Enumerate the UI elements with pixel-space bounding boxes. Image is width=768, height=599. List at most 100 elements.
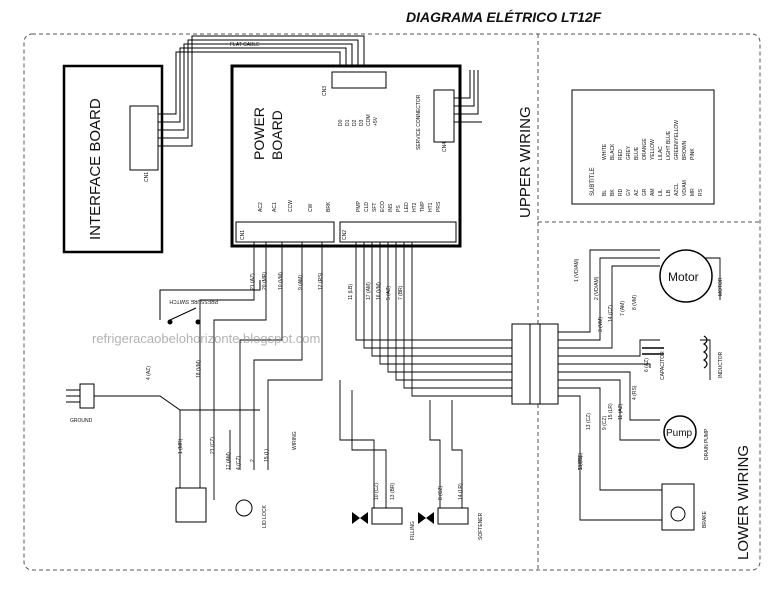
filling-valve — [371, 507, 403, 525]
wire-label: 20 (MR) — [262, 272, 268, 290]
watermark: refrigeracaobelohorizonte.blogspot.com — [92, 331, 320, 346]
svg-text:BRK: BRK — [326, 201, 332, 212]
flat-cable-label: FLAT CABLE — [230, 42, 260, 48]
inductor — [702, 335, 708, 369]
svg-text:LED: LED — [404, 202, 410, 212]
power-cn1 — [235, 221, 335, 243]
interface-board — [62, 64, 164, 254]
ground-label: GROUND — [70, 418, 93, 424]
upper-wiring-label: UPPER WIRING — [517, 106, 534, 218]
legend-color: GREEN/YELLOW — [674, 120, 680, 160]
svg-text:D0: D0 — [338, 119, 344, 126]
wire-label: 7 (BR) — [398, 285, 404, 300]
svg-text:D3: D3 — [359, 119, 365, 126]
legend-color: LILAC — [658, 146, 664, 160]
wire-label: 9 (AM) — [298, 275, 304, 290]
wire-label: 18 (VM) — [196, 360, 202, 378]
lower-wiring — [558, 249, 721, 521]
legend-color: GREY — [626, 145, 632, 160]
legend-color: BROWN — [682, 140, 688, 160]
svg-text:CLD: CLD — [364, 202, 370, 212]
cn2-pin-labels: PMP CLD SFT ECO INS PS LED HT2 TMP HT1 P… — [356, 201, 442, 213]
wire-label: 12 (RS) — [318, 272, 324, 290]
wire-label: 9 (CZ) — [602, 416, 608, 431]
wire-label: 11 (LB) — [348, 284, 354, 300]
svg-text:PRS: PRS — [436, 201, 442, 212]
brake-coil — [670, 506, 686, 522]
filling-label: FILLING — [410, 521, 416, 540]
wire-label: 13 (CZ) — [586, 413, 592, 430]
pressure-switch-label: PRESSURE SWITCH — [169, 298, 218, 304]
svg-text:+5V: +5V — [373, 116, 379, 126]
power-cn2-label: CN2 — [342, 230, 348, 240]
power-cn3-label: CN3 — [322, 86, 328, 96]
capacitor — [642, 347, 664, 355]
diagram-title: DIAGRAMA ELÉTRICO LT12F — [406, 9, 602, 25]
motor — [659, 249, 713, 303]
wire-labels: 2 (VD/AM)21 (AZ)20 (MR)10 (VM)9 (AM)12 (… — [146, 258, 650, 500]
legend-color: YELLOW — [650, 139, 656, 160]
wire-label: 2 — [250, 459, 256, 462]
outer-frame — [23, 33, 761, 571]
legend-code: RD — [618, 188, 624, 196]
wire-label: 4 (RS) — [632, 385, 638, 400]
signal-labels: D0 D1 D2 D3 COM +5V — [338, 114, 379, 126]
wire-label: 10 (CZ) — [374, 483, 380, 500]
wire-label: 4 (CZ) — [236, 456, 242, 471]
wire-label: 8 (CZ) — [438, 486, 444, 501]
legend-color: BLUE — [634, 146, 640, 160]
legend-code: GR — [642, 188, 648, 196]
legend-color: LIGHT BLUE — [666, 130, 672, 160]
svg-text:PS: PS — [396, 205, 402, 212]
wire-label: 2 (VD/AM) — [594, 276, 600, 300]
svg-text:TMP: TMP — [420, 201, 426, 212]
wire-label: 3 (VM) — [598, 317, 604, 332]
svg-text:COM: COM — [366, 114, 372, 126]
subtitle-legend — [571, 89, 715, 205]
lid-lock — [175, 487, 207, 523]
wire-harness — [179, 242, 512, 510]
svg-text:AC2: AC2 — [258, 202, 264, 212]
lower-wiring-label: LOWER WIRING — [735, 445, 752, 560]
svg-text:SFT: SFT — [372, 203, 378, 212]
legend-code: AZCL — [674, 183, 680, 196]
legend-color: PINK — [690, 148, 696, 160]
wire-label: 4 (AZ) — [146, 366, 152, 380]
legend-code: BK — [610, 189, 616, 196]
svg-text:CW: CW — [308, 203, 314, 212]
power-board-label-1: POWER — [251, 107, 267, 160]
wire-label: 15 (LR) — [608, 403, 614, 420]
legend-color: ORANGE — [642, 138, 648, 160]
wire-label: 15 (RS) — [578, 452, 584, 470]
motor-label: MOTOR — [718, 277, 724, 296]
wire-label: 5 (AZ) — [386, 286, 392, 300]
capacitor-label: CAPACITOR — [660, 351, 666, 380]
legend-code: AM — [650, 189, 656, 197]
lid-lock-coil — [235, 499, 253, 517]
softener-valve-symbol — [418, 512, 434, 524]
legend-code: AZ — [634, 190, 640, 196]
legend-code: VD/AM — [682, 180, 688, 196]
interface-board-label: INTERFACE BOARD — [87, 98, 104, 240]
wire-label: 6 (AZ) — [644, 358, 650, 372]
wire-label: 5 (RS) — [578, 455, 584, 470]
interface-cn1-label: CN1 — [144, 172, 150, 182]
brake-label: BRAKE — [702, 510, 708, 528]
wire-label: 1 (MR) — [178, 438, 184, 454]
legend-code: BL — [602, 190, 608, 196]
inductor-label: INDUCTOR — [718, 351, 724, 378]
power-plug — [66, 383, 260, 411]
terminal-block — [511, 323, 559, 405]
wire-label: 17 (AM) — [366, 282, 372, 300]
power-cn3 — [331, 71, 387, 89]
wire-label: 21 (CZ) — [210, 437, 216, 454]
wire-label: 7 (AM) — [620, 301, 626, 316]
flat-cable — [158, 35, 365, 147]
service-connector — [433, 89, 455, 143]
power-cn2 — [339, 221, 457, 243]
wire-label: 10 (VM) — [278, 272, 284, 290]
service-connector-label: SERVICE CONNECTOR — [416, 94, 422, 150]
power-cn4-label: CN4 — [442, 142, 448, 152]
